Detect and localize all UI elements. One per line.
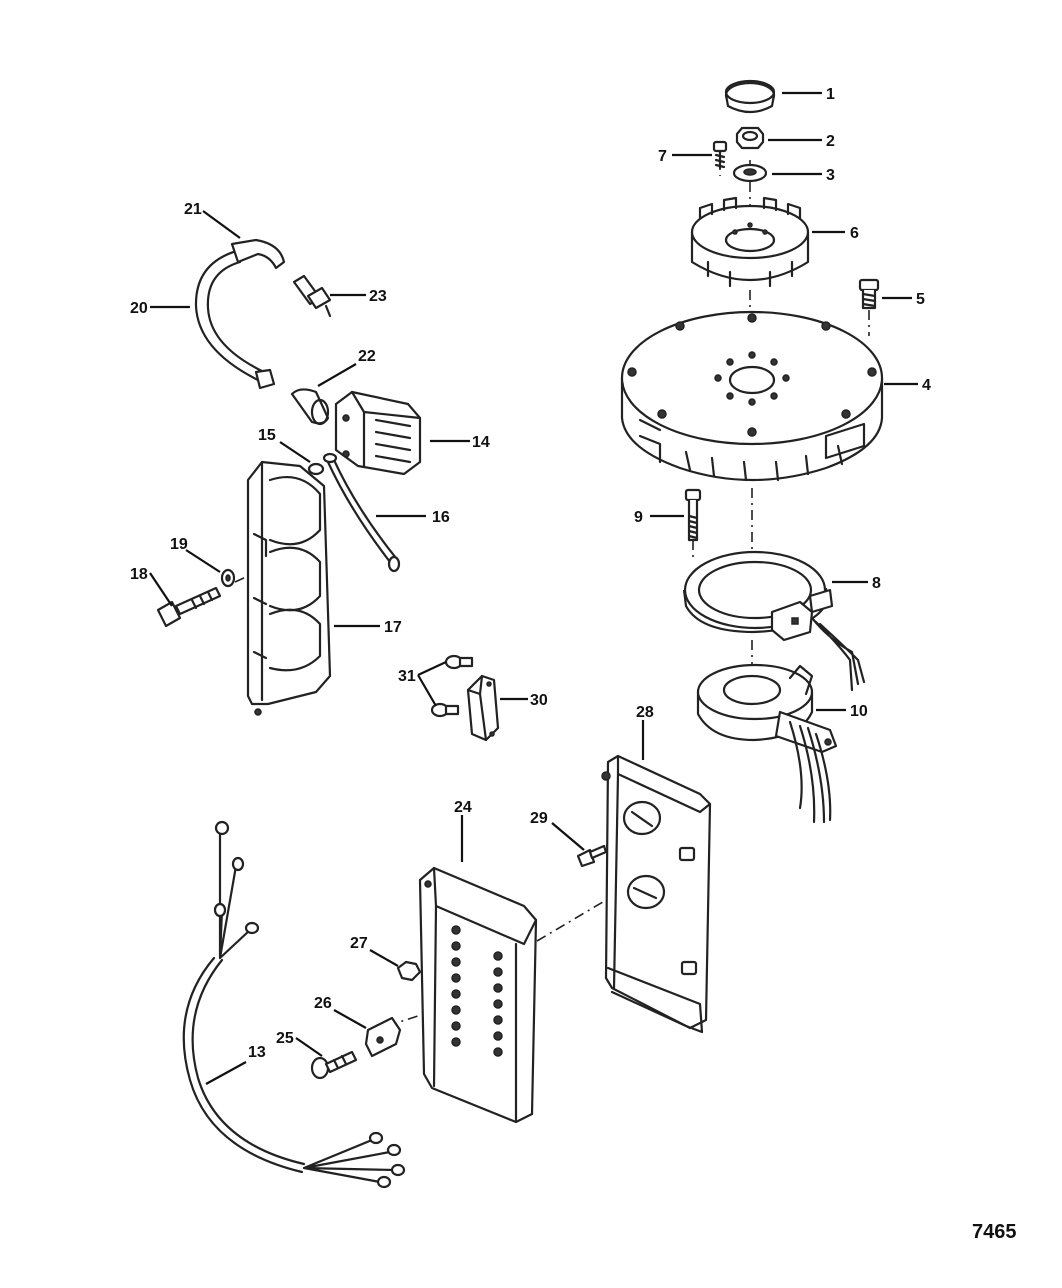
part-31-screws xyxy=(430,654,474,718)
callout-22: 22 xyxy=(358,348,376,365)
callout-10: 10 xyxy=(850,703,868,720)
part-16-ground-wire xyxy=(322,452,401,573)
part-18-bolt xyxy=(156,586,222,628)
part-26-clip xyxy=(364,1016,402,1058)
part-19-washer xyxy=(220,568,236,588)
part-13-wiring-harness xyxy=(182,820,406,1189)
callout-labels: 1 2 3 7 6 5 4 9 8 10 21 20 23 22 14 15 1… xyxy=(130,86,931,1061)
callout-6: 6 xyxy=(850,225,859,242)
part-8-stator xyxy=(682,550,866,692)
leader-lines xyxy=(149,91,918,1085)
callout-15: 15 xyxy=(258,427,276,444)
callout-13: 13 xyxy=(248,1044,266,1061)
terminal-pins xyxy=(451,925,503,1057)
part-30-bracket xyxy=(466,674,500,742)
part-22-boot xyxy=(290,388,330,426)
callout-8: 8 xyxy=(872,575,881,592)
callout-3: 3 xyxy=(826,167,835,184)
part-29-screw xyxy=(576,844,608,868)
callout-31: 31 xyxy=(398,668,416,685)
part-3-washer xyxy=(732,163,768,183)
callout-16: 16 xyxy=(432,509,450,526)
callout-5: 5 xyxy=(916,291,925,308)
callout-1: 1 xyxy=(826,86,835,103)
part-15-washer xyxy=(307,462,325,476)
callout-23: 23 xyxy=(369,288,387,305)
callout-18: 18 xyxy=(130,566,148,583)
callout-28: 28 xyxy=(636,704,654,721)
part-25-screw xyxy=(310,1050,358,1080)
callout-2: 2 xyxy=(826,133,835,150)
callout-17: 17 xyxy=(384,619,402,636)
flywheel-bolt-holes xyxy=(627,313,877,437)
part-5-bolt xyxy=(858,278,880,310)
callout-4: 4 xyxy=(922,377,931,394)
callout-9: 9 xyxy=(634,509,643,526)
part-7-screw xyxy=(712,140,728,170)
callout-14: 14 xyxy=(472,434,490,451)
callout-27: 27 xyxy=(350,935,368,952)
callout-30: 30 xyxy=(530,692,548,709)
callout-25: 25 xyxy=(276,1030,294,1047)
callout-20: 20 xyxy=(130,300,148,317)
callout-24: 24 xyxy=(454,799,472,816)
part-24-switch-box xyxy=(418,866,538,1124)
part-14-coil xyxy=(334,390,422,476)
callout-21: 21 xyxy=(184,201,202,218)
part-28-plate xyxy=(601,754,712,1034)
part-23-spark-plug xyxy=(292,274,332,318)
part-9-bolt xyxy=(684,488,702,542)
part-6-hub xyxy=(690,196,810,288)
part-27-nut xyxy=(396,960,422,982)
part-4-flywheel xyxy=(620,310,884,482)
part-2-nut xyxy=(735,126,765,150)
callout-7: 7 xyxy=(658,148,667,165)
part-17-coil-pack xyxy=(246,460,332,716)
part-10-trigger xyxy=(696,663,838,824)
callout-26: 26 xyxy=(314,995,332,1012)
callout-29: 29 xyxy=(530,810,548,827)
part-20-21-plug-lead xyxy=(194,238,286,390)
figure-number: 7465 xyxy=(972,1221,1017,1243)
part-1-cap xyxy=(724,79,776,114)
callout-19: 19 xyxy=(170,536,188,553)
